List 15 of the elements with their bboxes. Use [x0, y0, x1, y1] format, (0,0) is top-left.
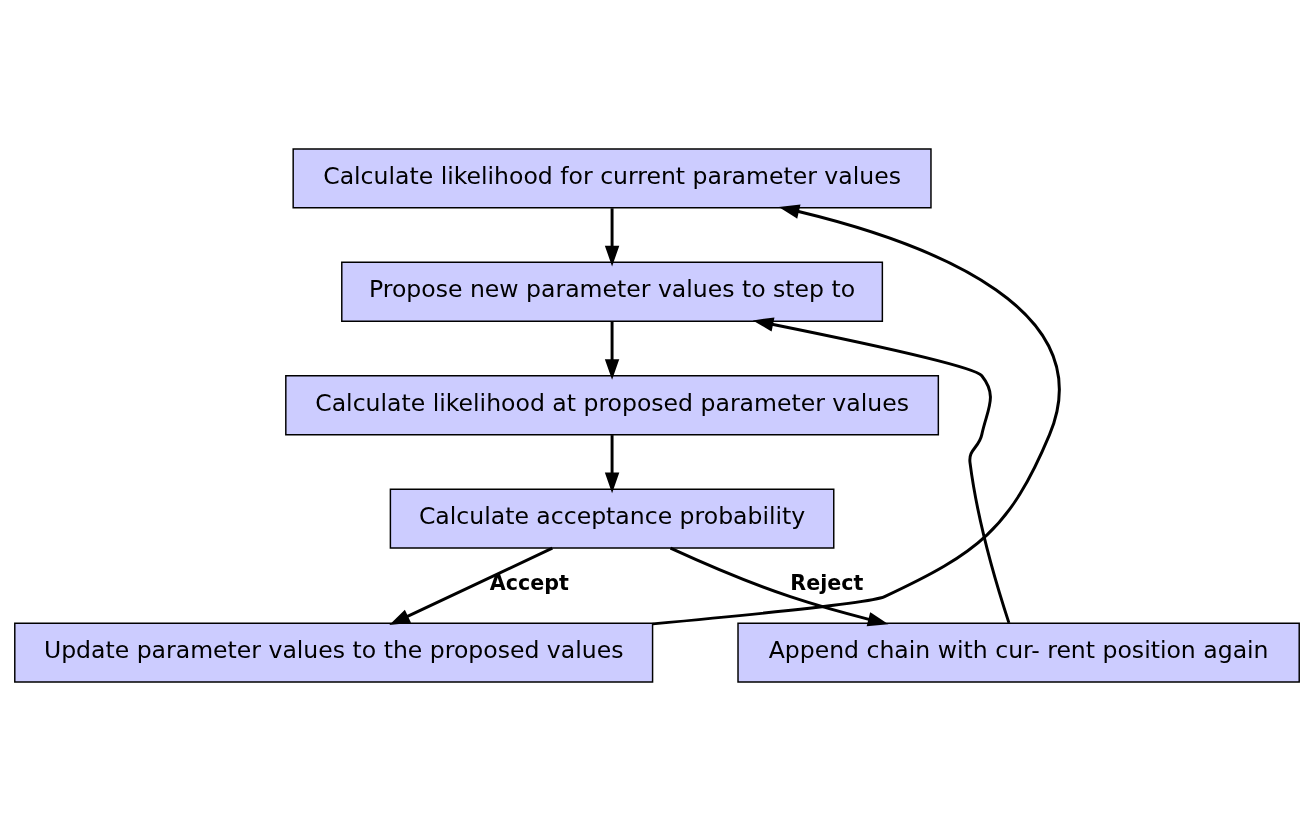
node-box: Calculate likelihood for current parameter values [292, 148, 932, 209]
arrow [669, 546, 889, 627]
arrow [389, 546, 553, 625]
node-box: Append chain with cur- rent position again [737, 622, 1300, 683]
edge-label: Reject [790, 570, 864, 595]
arrow [652, 204, 1060, 626]
arrow [604, 435, 620, 494]
edge-label: Accept [489, 570, 569, 595]
arrow [752, 317, 1011, 624]
node-box: Propose new parameter values to step to [341, 261, 884, 322]
arrow [604, 208, 620, 267]
node-box: Calculate likelihood at proposed parameter values [285, 375, 940, 436]
node-box: Update parameter values to the proposed values [14, 622, 654, 683]
node-box: Calculate acceptance probability [389, 488, 835, 549]
arrow [604, 321, 620, 380]
